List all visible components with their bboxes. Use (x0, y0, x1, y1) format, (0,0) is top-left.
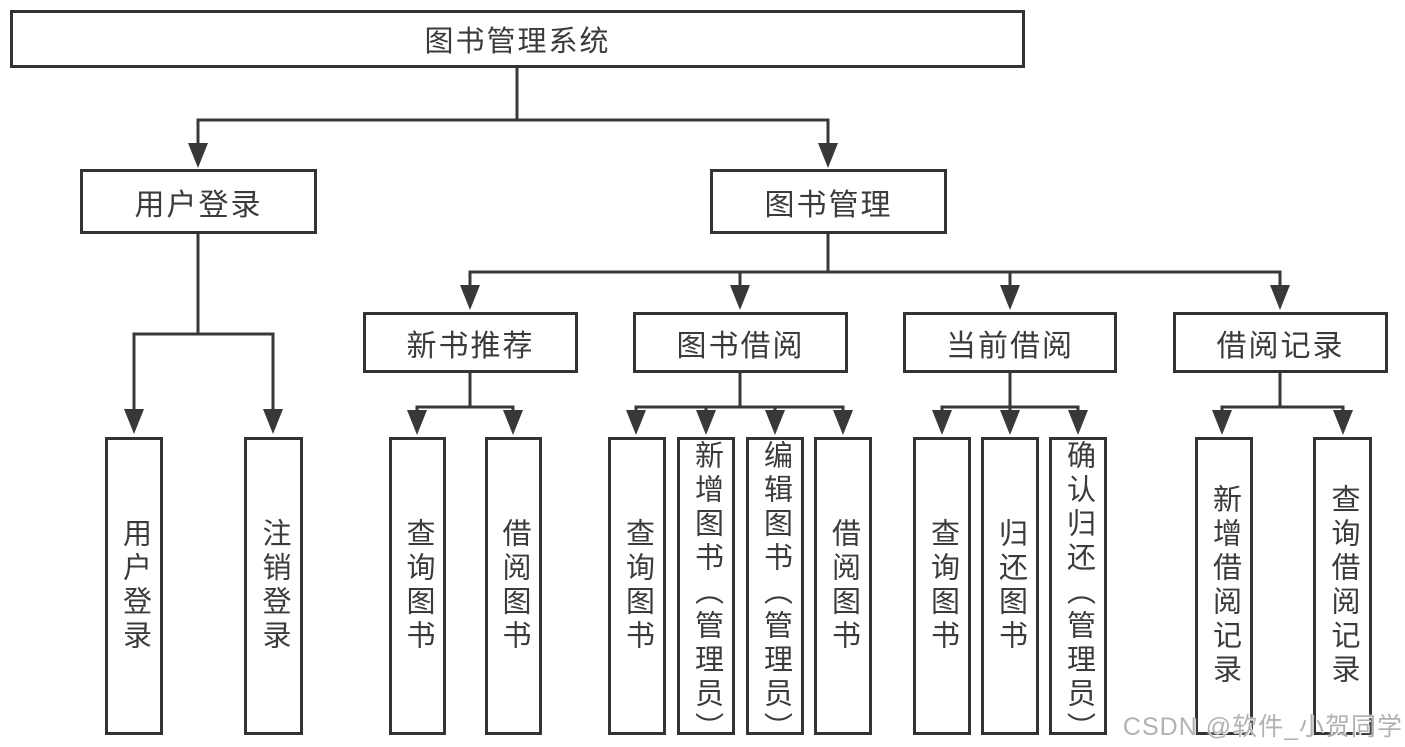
leaf-query-borrow-record: 查询借阅记录 (1313, 437, 1372, 735)
leaf-add-books-admin: 新增图书（管理员） (677, 437, 735, 746)
leaf-return-books: 归还图书 (981, 437, 1039, 735)
node-user-login: 用户登录 (80, 169, 317, 234)
leaf-edit-books-admin: 编辑图书（管理员） (746, 437, 804, 746)
node-new-book-recommend: 新书推荐 (363, 312, 578, 373)
node-root-system: 图书管理系统 (10, 10, 1025, 68)
leaf-query-books-3: 查询图书 (913, 437, 971, 735)
node-book-borrow: 图书借阅 (633, 312, 848, 373)
leaf-confirm-return-admin: 确认归还（管理员） (1049, 437, 1107, 746)
leaf-logout: 注销登录 (244, 437, 303, 735)
leaf-borrow-books-1: 借阅图书 (485, 437, 542, 735)
leaf-borrow-books-2: 借阅图书 (814, 437, 872, 735)
leaf-add-borrow-record: 新增借阅记录 (1195, 437, 1253, 735)
node-borrow-records: 借阅记录 (1173, 312, 1388, 373)
node-book-management: 图书管理 (710, 169, 947, 234)
leaf-user-login: 用户登录 (105, 437, 163, 735)
leaf-query-books-1: 查询图书 (389, 437, 446, 735)
arrowheads (124, 143, 1353, 435)
leaf-query-books-2: 查询图书 (608, 437, 666, 735)
node-current-borrow: 当前借阅 (903, 312, 1117, 373)
csdn-watermark: CSDN @软件_小贺同学 (1122, 713, 1403, 741)
